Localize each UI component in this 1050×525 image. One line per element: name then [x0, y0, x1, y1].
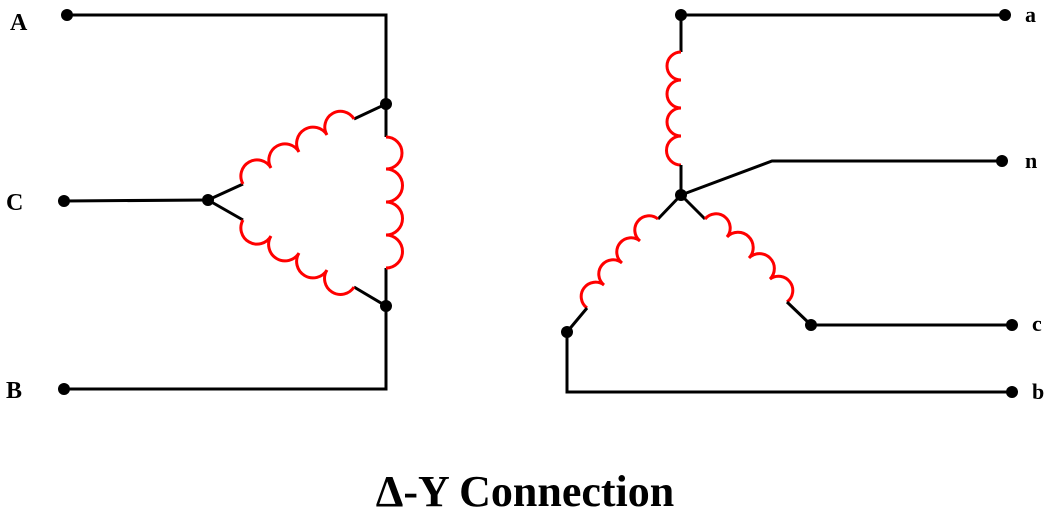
terminal-label-B: B	[6, 378, 22, 404]
wire-C	[63, 198, 209, 203]
terminal-label-n: n	[1025, 148, 1037, 173]
wye-coil-b	[579, 214, 659, 310]
delta-coil-bottom	[239, 219, 356, 296]
node-dot	[561, 326, 573, 338]
wire-n	[680, 159, 1002, 197]
terminal-dot-B	[58, 383, 70, 395]
delta-coil-top	[239, 109, 356, 185]
terminal-label-C: C	[6, 190, 23, 216]
node-dot	[805, 319, 817, 331]
node-dot	[380, 300, 392, 312]
terminal-dot-A	[61, 9, 73, 21]
terminal-dot-C	[58, 195, 70, 207]
delta-winding: A C B	[6, 9, 404, 404]
wire-A	[67, 13, 388, 104]
wye-coil-a	[665, 50, 682, 167]
terminal-label-a: a	[1025, 2, 1036, 27]
wire-B	[64, 306, 388, 391]
wye-winding: a n c b	[561, 2, 1044, 404]
terminal-dot-a	[999, 9, 1011, 21]
node-dot	[380, 98, 392, 110]
terminal-dot-c	[1006, 319, 1018, 331]
wire-stub	[207, 182, 244, 202]
terminal-label-A: A	[10, 10, 28, 36]
wire-b	[565, 332, 1007, 394]
terminal-label-c: c	[1032, 311, 1042, 336]
diagram-title: Δ-Y Connection	[375, 467, 675, 516]
terminal-label-b: b	[1032, 379, 1044, 404]
node-dot	[675, 9, 687, 21]
node-dot	[202, 194, 214, 206]
delta-coil-right	[385, 135, 404, 270]
terminal-dot-b	[1006, 386, 1018, 398]
terminal-dot-n	[996, 155, 1008, 167]
wire-stub	[207, 198, 244, 222]
neutral-node-dot	[675, 189, 687, 201]
wire-stub	[353, 285, 387, 308]
wye-coil-c	[703, 212, 795, 304]
